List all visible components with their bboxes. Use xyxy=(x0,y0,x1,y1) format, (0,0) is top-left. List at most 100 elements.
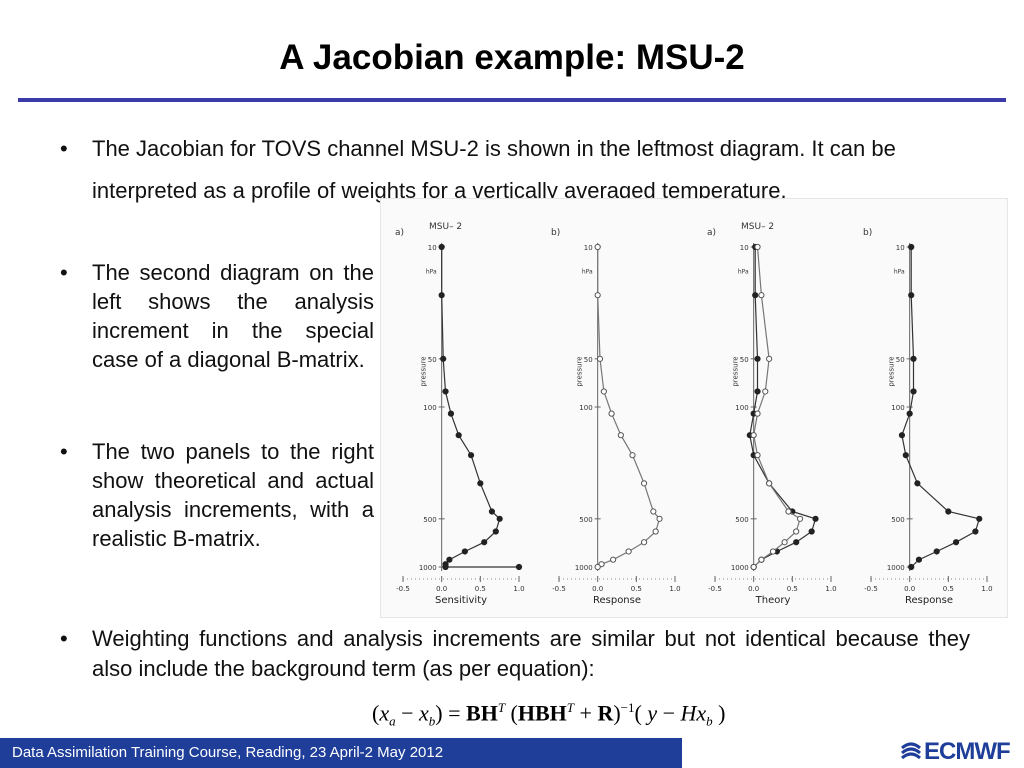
data-point xyxy=(752,292,759,299)
jacobian-panels-svg: a) MSU– 2 10 50 100 500 1000 hPa pressure -0.5 0.0… xyxy=(395,222,993,606)
eq-part: ( xyxy=(372,700,380,726)
y-tick-label: 50 xyxy=(428,356,437,364)
x-tick-label: 1.0 xyxy=(825,585,836,593)
bullet-text: Weighting functions and analysis increme… xyxy=(92,626,970,681)
data-point xyxy=(758,556,765,563)
x-axis-label: Response xyxy=(593,595,641,606)
y-unit-label: hPa xyxy=(582,268,593,275)
data-point xyxy=(945,508,952,515)
data-point xyxy=(610,556,617,563)
data-point xyxy=(908,292,915,299)
y-axis-label: pressure xyxy=(420,356,428,386)
data-point xyxy=(754,452,761,459)
x-tick-label: 0.0 xyxy=(592,585,603,593)
data-point xyxy=(438,243,445,251)
data-point xyxy=(652,528,659,535)
data-point xyxy=(442,388,449,395)
x-tick-label: 0.0 xyxy=(436,585,447,593)
bullet-text: The two panels to the right show theoret… xyxy=(92,439,374,551)
series-line xyxy=(441,247,519,568)
ecmwf-logo-icon xyxy=(901,742,921,760)
eq-part: R xyxy=(597,700,614,726)
data-point xyxy=(750,563,757,571)
x-axis-label: Theory xyxy=(755,595,791,606)
panel-title: MSU– 2 xyxy=(741,222,774,232)
panel-label: b) xyxy=(863,228,872,238)
x-tick-label: 1.0 xyxy=(669,585,680,593)
y-tick-label: 50 xyxy=(896,356,905,364)
y-tick-label: 1000 xyxy=(419,564,437,572)
data-point xyxy=(600,388,607,395)
ecmwf-logo: ECMWF xyxy=(898,737,1020,767)
bullet-text: The second diagram on the left shows the… xyxy=(92,260,374,372)
data-point xyxy=(972,528,979,535)
bullet-symbol: • xyxy=(60,136,68,161)
eq-part: x xyxy=(419,700,429,726)
footer-text: Data Assimilation Training Course, Readi… xyxy=(12,744,444,761)
data-point xyxy=(594,243,601,251)
data-point xyxy=(952,539,960,546)
ecmwf-logo-text: ECMWF xyxy=(924,738,1011,765)
bullet-text: The Jacobian for TOVS channel MSU-2 is s… xyxy=(92,136,896,203)
y-tick-label: 10 xyxy=(740,244,749,252)
eq-part: x xyxy=(379,700,390,726)
data-point xyxy=(594,292,601,299)
y-unit-label: hPa xyxy=(894,268,905,275)
data-point xyxy=(766,480,773,487)
eq-part: x xyxy=(696,700,707,726)
data-point xyxy=(766,355,773,362)
data-point xyxy=(455,432,462,439)
eq-part: y xyxy=(647,700,658,726)
y-axis-label: pressure xyxy=(576,356,584,386)
y-tick-label: 50 xyxy=(584,356,593,364)
x-tick-label: -0.5 xyxy=(396,585,410,593)
data-point xyxy=(915,556,923,563)
data-point xyxy=(492,528,499,535)
eq-part: − xyxy=(657,700,681,726)
bullet-item: • The two panels to the right show theor… xyxy=(60,437,374,553)
x-axis-label: Response xyxy=(905,595,953,606)
data-point xyxy=(812,515,819,522)
eq-part: HBH xyxy=(517,700,567,726)
data-point xyxy=(438,292,445,299)
data-point xyxy=(908,563,915,571)
data-point xyxy=(617,432,624,439)
data-point xyxy=(906,410,913,417)
data-point xyxy=(793,528,800,535)
data-point xyxy=(910,355,917,362)
eq-part: −1 xyxy=(620,700,635,715)
footer-bar: Data Assimilation Training Course, Readi… xyxy=(0,738,682,768)
y-axis-label: pressure xyxy=(732,356,740,386)
data-point xyxy=(910,388,917,395)
data-point xyxy=(442,563,449,571)
data-point xyxy=(650,508,657,515)
data-point xyxy=(976,515,983,522)
bullet-symbol: • xyxy=(60,626,68,651)
eq-part: ) xyxy=(613,700,621,726)
data-point xyxy=(594,563,601,571)
data-point xyxy=(808,528,815,535)
data-point xyxy=(754,388,761,395)
eq-part: ( xyxy=(505,700,518,726)
bullet-item: • Weighting functions and analysis incre… xyxy=(60,624,970,684)
y-tick-label: 500 xyxy=(579,516,592,524)
data-point xyxy=(781,539,788,546)
data-point xyxy=(640,539,648,546)
data-point xyxy=(750,432,757,439)
data-point xyxy=(914,480,921,487)
y-tick-label: 1000 xyxy=(575,564,593,572)
eq-part: ( xyxy=(634,700,648,726)
bullet-symbol: • xyxy=(60,439,68,464)
x-tick-label: 1.0 xyxy=(981,585,992,593)
x-tick-label: 0.5 xyxy=(475,585,486,593)
data-point xyxy=(758,292,765,299)
panel-label: a) xyxy=(395,228,404,238)
data-point xyxy=(769,548,777,555)
data-point xyxy=(640,480,648,487)
x-tick-label: -0.5 xyxy=(708,585,722,593)
data-point xyxy=(496,515,503,522)
eq-part: ) xyxy=(712,700,726,726)
x-tick-label: 0.0 xyxy=(904,585,915,593)
eq-part: T xyxy=(497,700,506,715)
y-tick-label: 100 xyxy=(423,404,436,412)
